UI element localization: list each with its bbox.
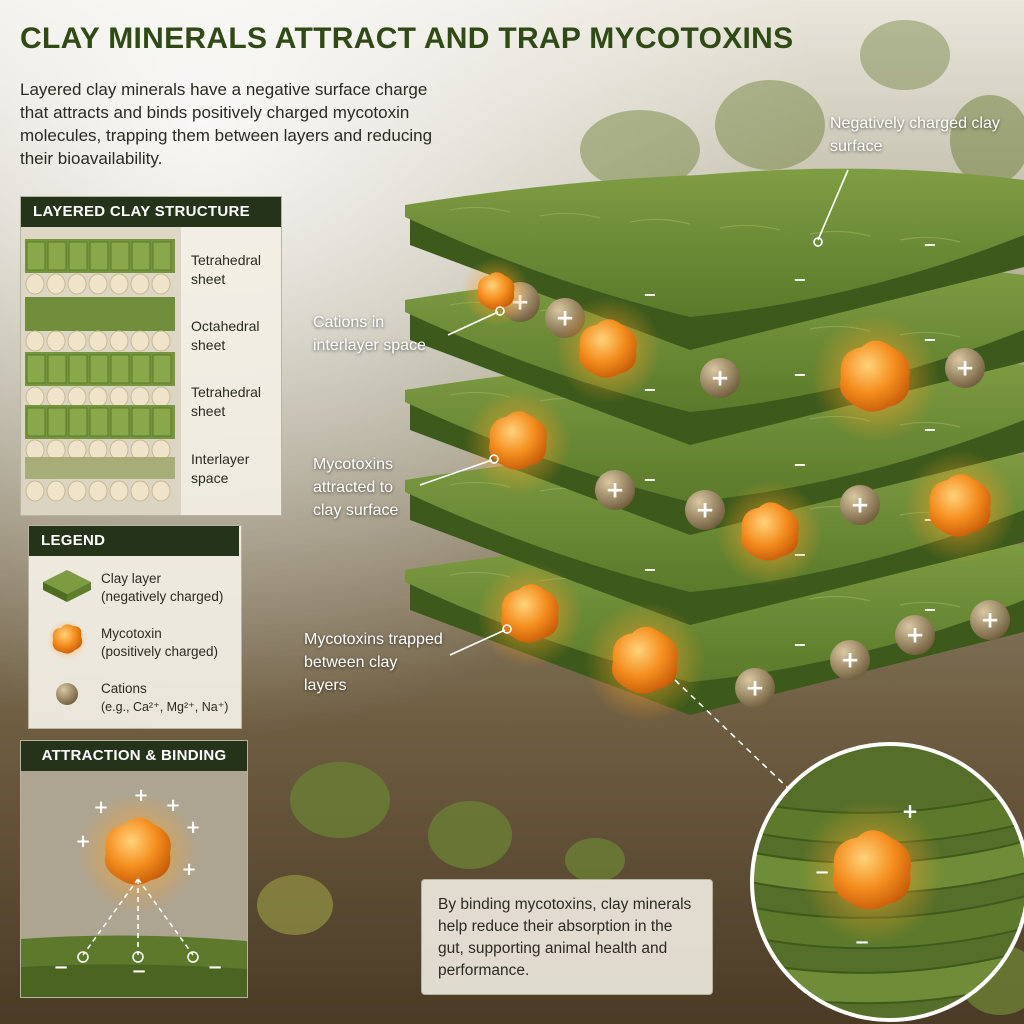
tetrahedral-sheet bbox=[25, 405, 175, 461]
mycotoxin bbox=[810, 313, 940, 443]
cation-plus: + bbox=[850, 493, 869, 519]
magnifier-plus: + bbox=[902, 799, 919, 823]
negative-charge: − bbox=[643, 285, 656, 304]
mycotoxin bbox=[464, 388, 572, 496]
cation: + bbox=[685, 490, 725, 530]
label-tetrahedral-2: Tetrahedral sheet bbox=[191, 384, 262, 419]
legend-mycotoxin-name: Mycotoxin bbox=[101, 626, 162, 641]
negative-charge: − bbox=[793, 365, 806, 384]
cation: + bbox=[700, 358, 740, 398]
negative-charge: − bbox=[793, 455, 806, 474]
callout-attracted: Mycotoxins attracted to clay surface bbox=[313, 456, 399, 519]
structure-panel: LAYERED CLAY STRUCTURE Tetrahedral sheet… bbox=[20, 196, 282, 516]
positive-charge: + bbox=[75, 831, 90, 852]
cation: + bbox=[970, 600, 1010, 640]
binding-line bbox=[82, 878, 139, 956]
clay-layer: − − − bbox=[405, 168, 1024, 350]
label-tetrahedral-1: Tetrahedral sheet bbox=[191, 252, 262, 287]
magnifier-minus: − bbox=[854, 932, 869, 953]
positive-charge: + bbox=[185, 817, 200, 838]
positive-charge: + bbox=[165, 795, 180, 816]
legend-panel: LEGEND Clay layer (negatively charged) M… bbox=[28, 525, 242, 729]
legend-mycotoxin-desc: (positively charged) bbox=[101, 644, 219, 659]
attraction-panel: ATTRACTION & BINDING ++++++−−− bbox=[20, 740, 248, 998]
callout-cations: Cations in interlayer space bbox=[313, 314, 426, 354]
legend-item-clay: Clay layer (negatively charged) bbox=[101, 570, 223, 606]
cation-plus: + bbox=[955, 356, 974, 382]
mycotoxin bbox=[903, 450, 1017, 564]
mycotoxin bbox=[77, 792, 199, 914]
negative-charge: − bbox=[923, 235, 936, 254]
callout-trapped: Mycotoxins trapped between clay layers bbox=[304, 631, 443, 694]
cation-plus: + bbox=[840, 648, 859, 674]
label-octahedral: Octahedral sheet bbox=[191, 318, 260, 353]
mycotoxin bbox=[716, 479, 824, 587]
attraction-illustration: ++++++−−− bbox=[21, 771, 247, 997]
mycotoxin bbox=[799, 799, 945, 945]
clay-stack: −−−−−−−−−−−−−−−+++++++++++ bbox=[405, 168, 1024, 723]
mycotoxin bbox=[584, 601, 706, 723]
legend-cations-name: Cations bbox=[101, 681, 147, 696]
magnifier-minus: − bbox=[814, 862, 829, 883]
binding-line bbox=[137, 878, 194, 956]
page-title: CLAY MINERALS ATTRACT AND TRAP MYCOTOXIN… bbox=[20, 22, 794, 55]
callout-surface: Negatively charged clay surface bbox=[830, 115, 1000, 155]
interlayer-space bbox=[25, 457, 175, 502]
callout-lines bbox=[419, 169, 849, 791]
cation-plus: + bbox=[710, 366, 729, 392]
mycotoxin bbox=[554, 296, 662, 404]
legend-item-mycotoxin: Mycotoxin (positively charged) bbox=[101, 625, 218, 661]
cation: + bbox=[830, 640, 870, 680]
positive-charge: + bbox=[181, 859, 196, 880]
negative-charge: − bbox=[643, 470, 656, 489]
attraction-heading: ATTRACTION & BINDING bbox=[21, 741, 247, 771]
cation: + bbox=[945, 348, 985, 388]
cation-plus: + bbox=[905, 623, 924, 649]
legend-icons bbox=[43, 570, 91, 705]
binding-point bbox=[132, 951, 144, 963]
magnifier: + − − bbox=[750, 742, 1024, 1022]
cation: + bbox=[735, 668, 775, 708]
cation-plus: + bbox=[605, 478, 624, 504]
legend-item-cations: Cations (e.g., Ca²⁺, Mg²⁺, Na⁺) bbox=[101, 680, 228, 716]
negative-charge: − bbox=[53, 957, 68, 978]
cation: + bbox=[895, 615, 935, 655]
granules bbox=[257, 20, 1024, 1015]
octahedral-sheet bbox=[25, 297, 175, 352]
negative-charge: − bbox=[793, 270, 806, 289]
cation-plus: + bbox=[980, 608, 999, 634]
mycotoxin bbox=[476, 561, 584, 669]
structure-illustration bbox=[21, 227, 181, 515]
label-interlayer: Interlayer space bbox=[191, 451, 250, 486]
negative-charge: − bbox=[793, 635, 806, 654]
cation-plus: + bbox=[745, 676, 764, 702]
binding-point bbox=[187, 951, 199, 963]
cation: + bbox=[840, 485, 880, 525]
negative-charge: − bbox=[923, 600, 936, 619]
negative-charge: − bbox=[643, 560, 656, 579]
negative-charge: − bbox=[131, 961, 146, 982]
positive-charge: + bbox=[93, 797, 108, 818]
tetrahedral-sheet bbox=[25, 239, 175, 295]
positive-charge: + bbox=[133, 785, 148, 806]
legend-heading: LEGEND bbox=[29, 526, 239, 556]
intro-text: Layered clay minerals have a negative su… bbox=[20, 80, 433, 168]
clay-layer-icon bbox=[43, 570, 91, 602]
attraction-clay-lower bbox=[21, 964, 247, 997]
mycotoxin-icon bbox=[47, 620, 87, 660]
tetrahedral-sheet bbox=[25, 352, 175, 408]
negative-charge: − bbox=[207, 957, 222, 978]
legend-clay-desc: (negatively charged) bbox=[101, 589, 224, 604]
binding-point bbox=[77, 951, 89, 963]
cation: + bbox=[595, 470, 635, 510]
cation-plus: + bbox=[695, 498, 714, 524]
legend-cations-desc: (e.g., Ca²⁺, Mg²⁺, Na⁺) bbox=[101, 700, 229, 714]
legend-clay-name: Clay layer bbox=[101, 571, 162, 586]
cation-icon bbox=[56, 683, 78, 705]
mycotoxin bbox=[461, 257, 531, 327]
structure-heading: LAYERED CLAY STRUCTURE bbox=[21, 197, 281, 227]
negative-charge: − bbox=[923, 420, 936, 439]
summary-note: By binding mycotoxins, clay minerals hel… bbox=[421, 879, 713, 995]
